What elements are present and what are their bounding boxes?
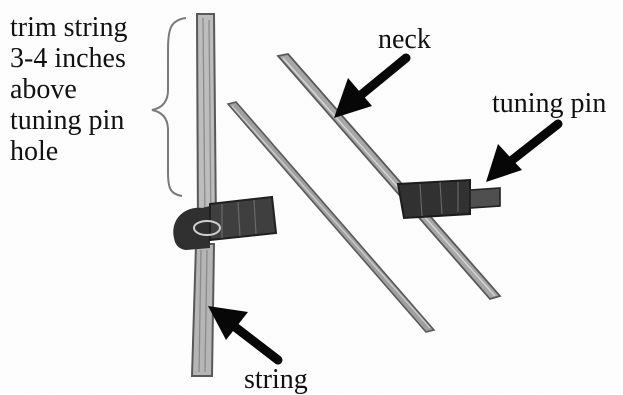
tuning-pin-label: tuning pin <box>492 88 606 119</box>
trim-note-line: tuning pin <box>10 105 127 136</box>
trim-instruction-note: trim string 3-4 inches above tuning pin … <box>10 12 127 167</box>
trim-note-line: above <box>10 74 127 105</box>
arrow-to-string-icon <box>208 306 278 360</box>
arrow-to-neck-icon <box>334 58 406 118</box>
trim-note-line: 3-4 inches <box>10 43 127 74</box>
neck-drawing <box>278 54 500 299</box>
neck-label: neck <box>378 24 431 55</box>
arrow-to-tuning-pin-icon <box>486 124 558 182</box>
trim-note-line: trim string <box>10 12 127 43</box>
string-drawing <box>192 14 216 376</box>
curly-brace-icon <box>152 18 186 196</box>
string-label: string <box>244 364 308 395</box>
tuning-pin-drawing-right <box>398 180 500 218</box>
tuning-pin-drawing-left <box>173 197 276 250</box>
trim-note-line: hole <box>10 136 127 167</box>
